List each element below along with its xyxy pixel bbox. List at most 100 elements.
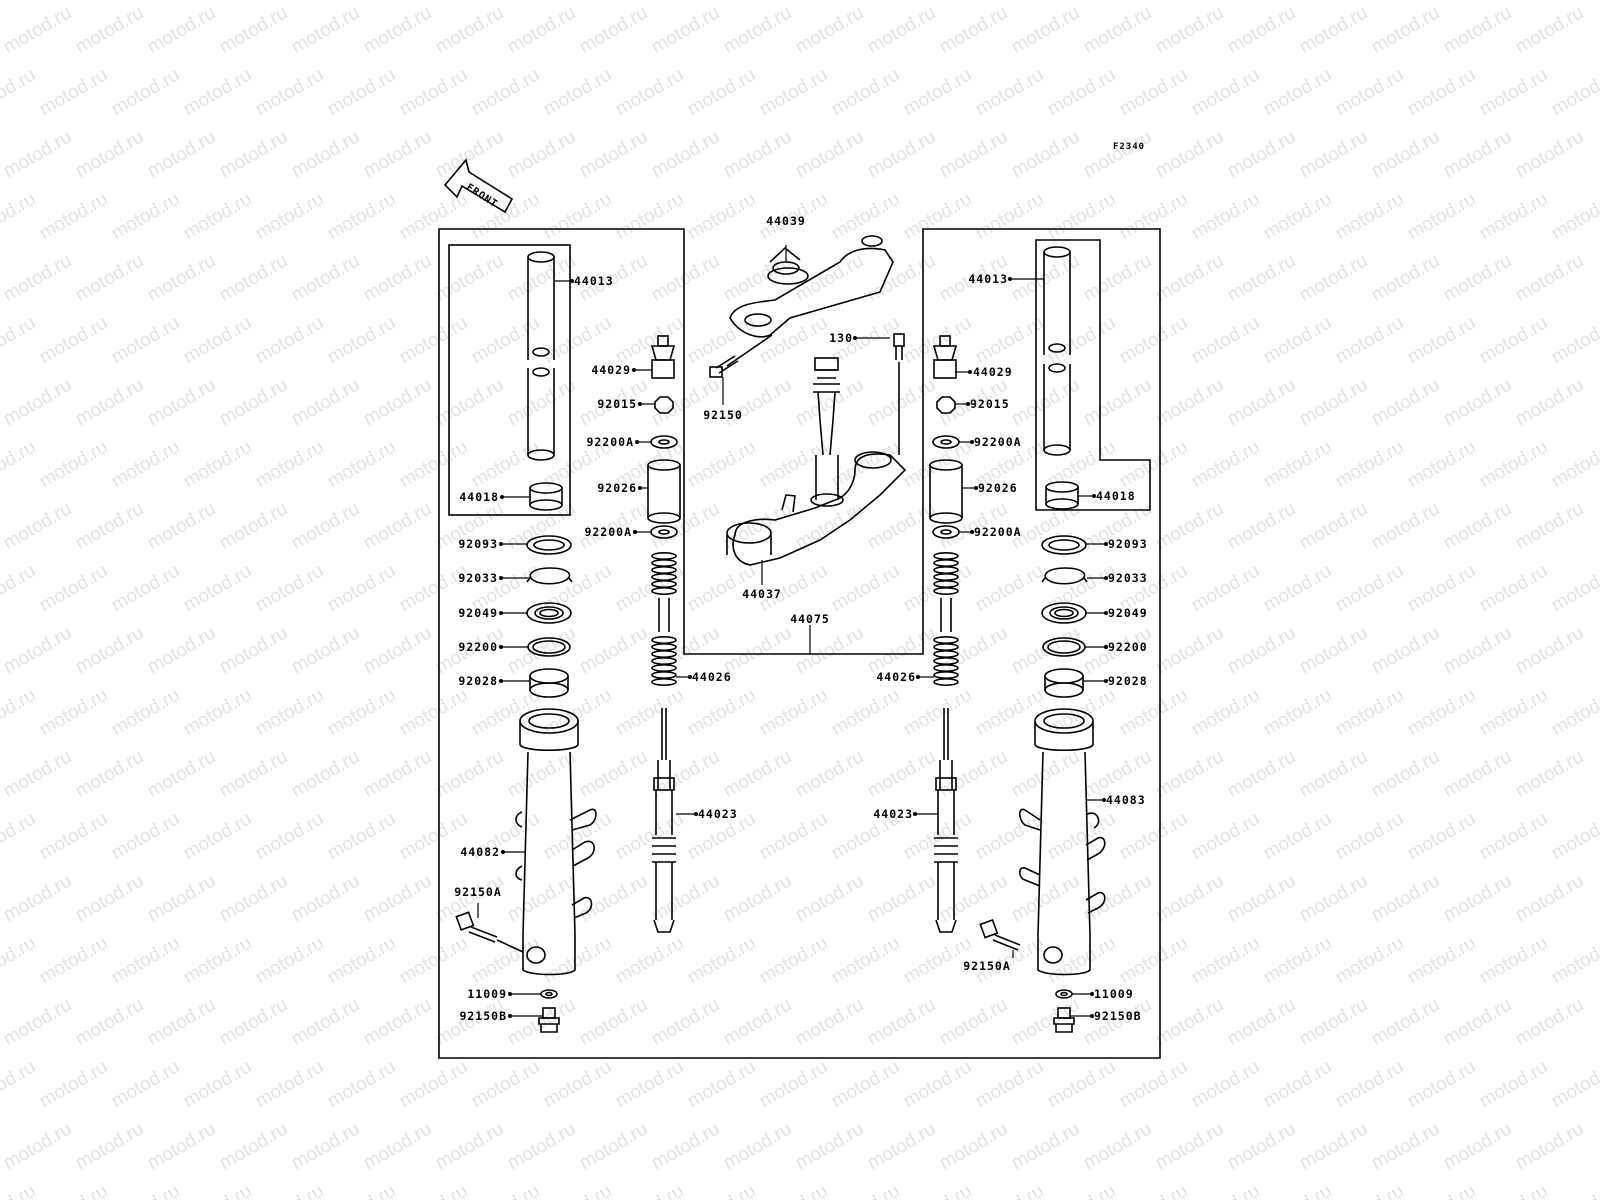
- part-label-92150B-right: 92150B: [1094, 1009, 1142, 1023]
- left-damper-cylinder: [652, 708, 676, 933]
- part-label-92028-left: 92028: [458, 674, 498, 688]
- part-label-92200A-right-lower: 92200A: [974, 525, 1022, 539]
- part-label-92150: 92150: [703, 408, 743, 422]
- right-dust-seal: [1041, 535, 1087, 555]
- spring-coil: [651, 558, 677, 567]
- spring-coil: [933, 656, 959, 665]
- left-inner-tube-box: [448, 244, 571, 516]
- part-label-44013-right: 44013: [968, 272, 1008, 286]
- part-label-92015-right: 92015: [970, 397, 1010, 411]
- part-label-92033-right: 92033: [1108, 571, 1148, 585]
- left-outer-tube: [515, 708, 597, 976]
- right-spacer: [929, 459, 963, 524]
- part-label-44029-right: 44029: [973, 365, 1013, 379]
- spring-coil: [933, 551, 959, 560]
- part-label-44029-left: 44029: [591, 363, 631, 377]
- steering-stem-lower-bracket: [726, 357, 907, 566]
- left-slide-bushing: [529, 482, 563, 511]
- left-spacer: [647, 459, 681, 524]
- left-damper-bolt: [538, 1007, 560, 1033]
- part-label-44037: 44037: [742, 587, 782, 601]
- part-label-92049-right: 92049: [1108, 606, 1148, 620]
- spring-coil: [933, 579, 959, 588]
- part-label-44023-left: 44023: [698, 807, 738, 821]
- part-label-11009-left: 11009: [467, 987, 507, 1001]
- front-arrow-icon: [443, 158, 514, 214]
- part-label-92028-right: 92028: [1108, 674, 1148, 688]
- right-outer-tube: [1018, 708, 1106, 976]
- right-slide-bushing: [1045, 481, 1079, 510]
- upper-steering-bracket: [729, 235, 894, 338]
- right-damper-bolt: [1053, 1007, 1075, 1033]
- part-label-92200A-left-lower: 92200A: [584, 525, 632, 539]
- spring-coil: [651, 677, 677, 686]
- right-locknut: [936, 396, 956, 414]
- left-retaining-ring: [526, 567, 573, 585]
- left-axle-clamp-bolt: [455, 911, 498, 943]
- part-label-92033-left: 92033: [458, 571, 498, 585]
- leader-dots: [499, 277, 1108, 1018]
- spring-coil: [651, 565, 677, 574]
- right-oil-seal: [1041, 602, 1087, 624]
- right-retaining-ring: [1041, 567, 1088, 585]
- part-label-92049-left: 92049: [458, 606, 498, 620]
- left-assembly-box: [438, 228, 1161, 1059]
- left-guide-bushing: [529, 668, 569, 698]
- left-locknut: [654, 396, 674, 414]
- left-inner-tube: [527, 251, 555, 461]
- left-oil-seal: [526, 602, 572, 624]
- part-label-92200-left: 92200: [458, 640, 498, 654]
- part-label-44023-right: 44023: [873, 807, 913, 821]
- part-label-92093-right: 92093: [1108, 537, 1148, 551]
- part-label-44082: 44082: [460, 845, 500, 859]
- left-dust-seal: [526, 535, 572, 555]
- spring-coil: [651, 656, 677, 665]
- right-axle-clamp-bolt: [979, 918, 1021, 951]
- spring-coil: [651, 586, 677, 595]
- spring-coil: [933, 663, 959, 672]
- part-label-44075: 44075: [790, 612, 830, 626]
- part-label-92026-right: 92026: [978, 481, 1018, 495]
- part-label-44083: 44083: [1106, 793, 1146, 807]
- spring-coil: [933, 642, 959, 651]
- part-label-92150A-right: 92150A: [963, 959, 1011, 973]
- part-label-92026-left: 92026: [597, 481, 637, 495]
- right-fork-cap-bolt: [932, 335, 958, 379]
- spring-coil: [933, 635, 959, 644]
- part-label-130: 130: [829, 331, 853, 345]
- spring-coil: [651, 663, 677, 672]
- part-label-92150B-left: 92150B: [459, 1009, 507, 1023]
- part-label-44039: 44039: [766, 214, 806, 228]
- left-washer-lower: [650, 525, 678, 539]
- spring-coil: [651, 649, 677, 658]
- right-guide-bushing: [1044, 668, 1084, 698]
- part-label-92093-left: 92093: [458, 537, 498, 551]
- part-label-11009-right: 11009: [1094, 987, 1134, 1001]
- spring-coil: [651, 670, 677, 679]
- spring-coil: [651, 635, 677, 644]
- part-label-92015-left: 92015: [597, 397, 637, 411]
- spring-coil: [933, 586, 959, 595]
- spring-coil: [651, 642, 677, 651]
- right-damper-cylinder: [934, 708, 958, 933]
- spring-coil: [651, 572, 677, 581]
- left-fork-spring: [651, 551, 677, 686]
- part-label-92200-right: 92200: [1108, 640, 1148, 654]
- part-label-92200A-left-upper: 92200A: [586, 435, 634, 449]
- spring-coil: [651, 579, 677, 588]
- leader-lines: [477, 245, 1106, 1017]
- part-label-44013-left: 44013: [574, 274, 614, 288]
- part-label-44018-right: 44018: [1096, 489, 1136, 503]
- spring-coil: [651, 551, 677, 560]
- spring-coil: [933, 572, 959, 581]
- spring-coil: [933, 565, 959, 574]
- left-fork-cap-bolt: [650, 335, 676, 379]
- left-drain-gasket: [540, 989, 558, 999]
- stem-clamp-bolt: [893, 333, 905, 360]
- right-washer-lower: [932, 525, 960, 539]
- right-inner-tube-box: [1035, 239, 1151, 511]
- spring-coil: [933, 670, 959, 679]
- part-label-44018-left: 44018: [459, 490, 499, 504]
- part-label-92200A-right-upper: 92200A: [974, 435, 1022, 449]
